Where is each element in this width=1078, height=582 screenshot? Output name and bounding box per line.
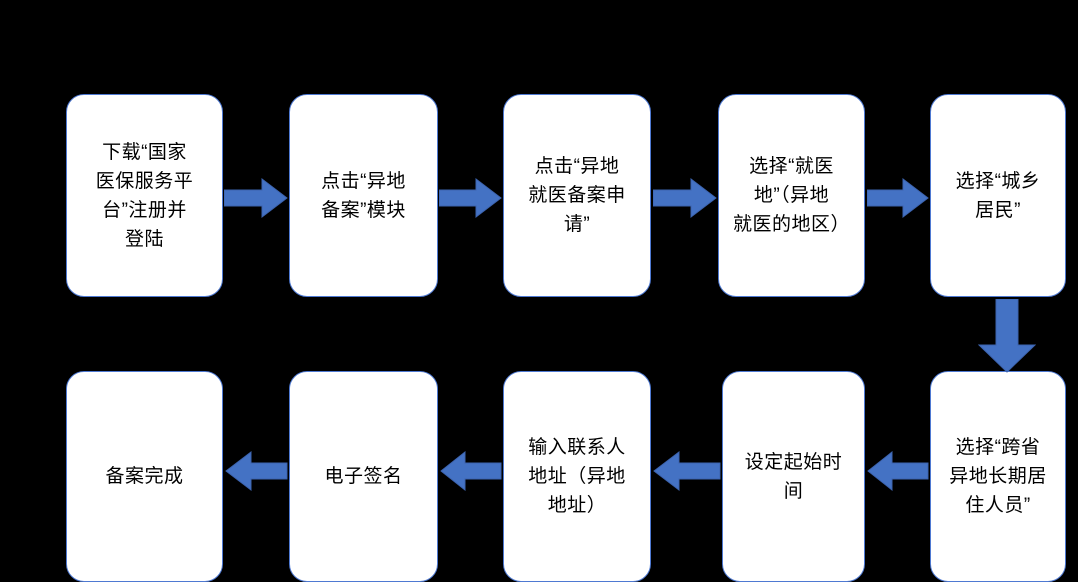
flow-node-download-app[interactable]: 下载“国家 医保服务平 台”注册并 登陆: [66, 94, 223, 297]
flow-node-click-beian-application[interactable]: 点击“异地 就医备案申 请”: [503, 94, 651, 297]
arrow-right-icon-1: [224, 178, 288, 218]
flow-node-select-long-term-resident[interactable]: 选择“跨省 异地长期居 住人员”: [930, 371, 1066, 582]
flow-node-set-start-time[interactable]: 设定起始时 间: [722, 371, 865, 582]
flow-node-beian-complete[interactable]: 备案完成: [66, 371, 223, 582]
flow-node-input-contact-address[interactable]: 输入联系人 地址（异地 地址）: [503, 371, 651, 582]
flow-node-select-urban-rural[interactable]: 选择“城乡 居民”: [930, 94, 1066, 297]
arrow-left-icon-9: [225, 451, 288, 491]
arrow-down-icon-5: [978, 299, 1036, 373]
arrow-right-icon-4: [867, 178, 929, 218]
arrow-right-icon-2: [439, 178, 502, 218]
arrow-left-icon-7: [653, 451, 721, 491]
flow-node-select-treatment-place[interactable]: 选择“就医 地”（异地 就医的地区）: [718, 94, 865, 297]
arrow-right-icon-3: [653, 178, 717, 218]
arrow-left-icon-8: [440, 451, 502, 491]
arrow-left-icon-6: [867, 451, 929, 491]
flow-node-electronic-signature[interactable]: 电子签名: [289, 371, 438, 582]
flow-node-click-yidi-beian[interactable]: 点击“异地 备案”模块: [289, 94, 438, 297]
